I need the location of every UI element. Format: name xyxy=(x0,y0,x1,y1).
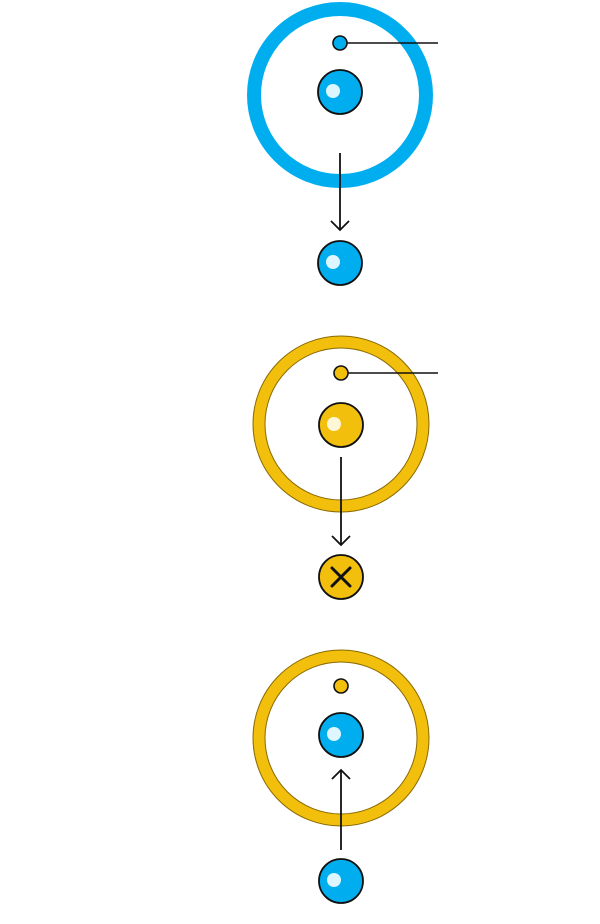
x-mark-icon xyxy=(330,566,352,588)
panel-bottom xyxy=(252,649,430,904)
small-dot-middle xyxy=(333,365,349,381)
panel-middle xyxy=(252,335,438,600)
sphere-nucleus-top xyxy=(317,69,363,115)
arrow-down-top xyxy=(330,153,350,232)
arrow-down-middle xyxy=(331,457,351,547)
sphere-nucleus-middle xyxy=(318,402,364,448)
arrow-up-bottom xyxy=(331,768,351,850)
small-dot-bottom xyxy=(333,678,349,694)
small-dot-top xyxy=(332,35,348,51)
sphere-nucleus-bottom xyxy=(318,712,364,758)
sphere-incoming-bottom xyxy=(318,858,364,904)
blocked-particle-middle xyxy=(318,554,364,600)
sphere-released-top xyxy=(317,240,363,286)
panel-top xyxy=(247,2,438,286)
